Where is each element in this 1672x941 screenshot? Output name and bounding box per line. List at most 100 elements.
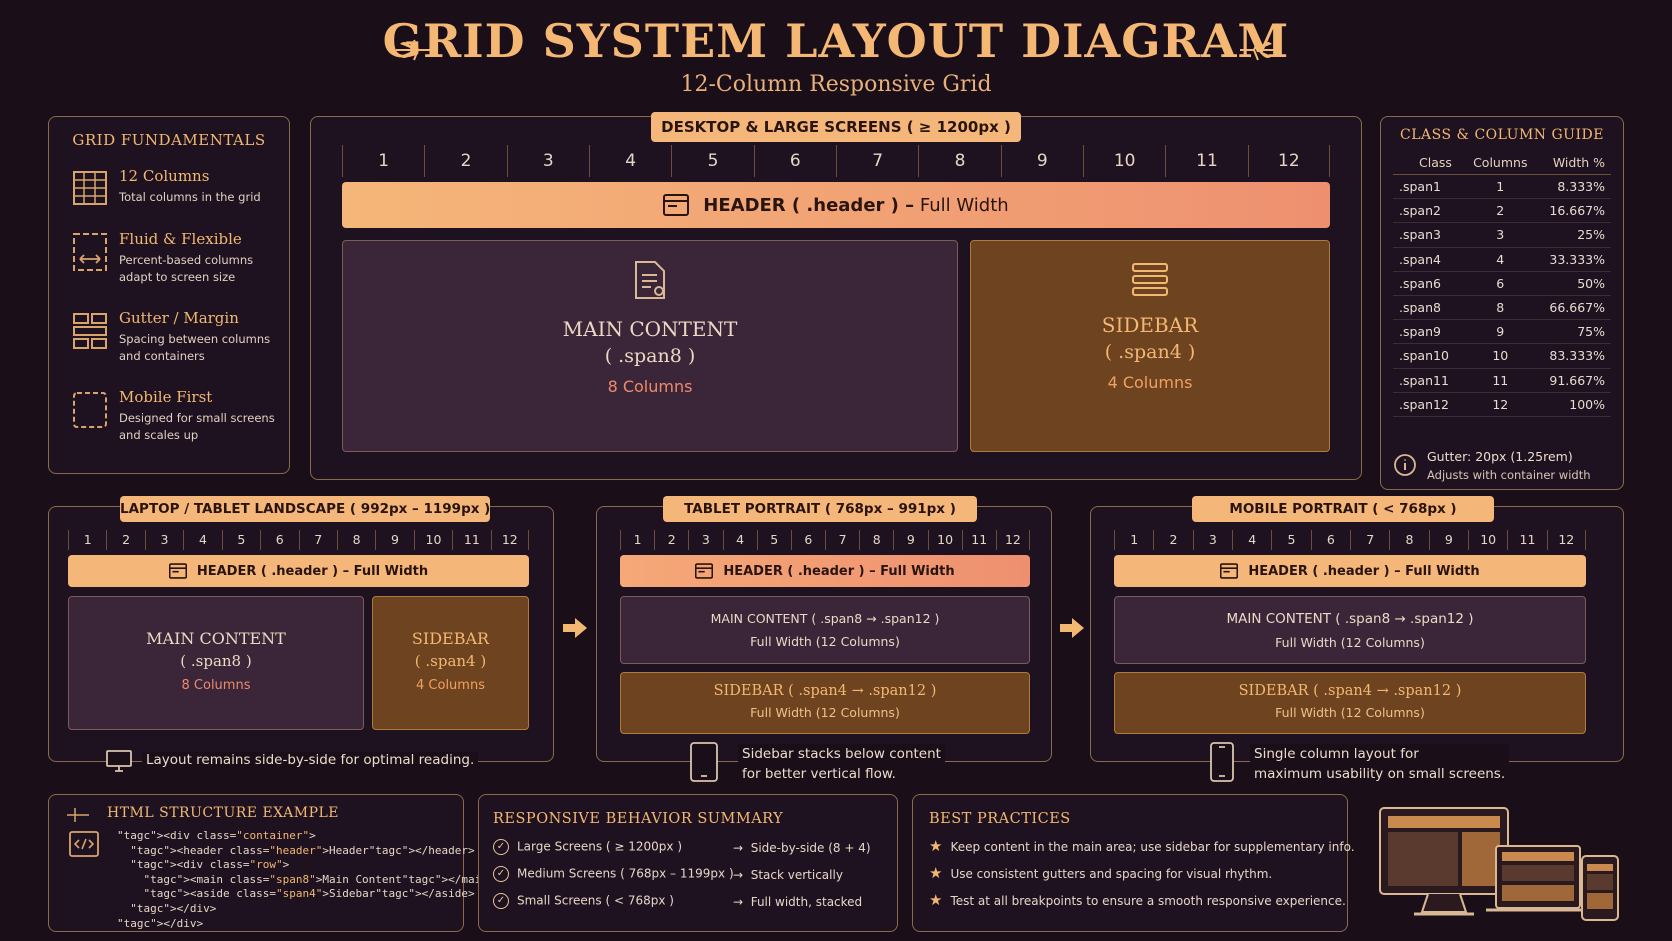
guide-class: .span12 xyxy=(1393,392,1467,417)
guide-width: 91.667% xyxy=(1534,368,1611,393)
guide-class: .span4 xyxy=(1393,247,1467,272)
best-practice-item: ★Keep content in the main area; use side… xyxy=(929,837,1355,855)
star-icon: ★ xyxy=(929,864,943,882)
code-line: "tagc"><aside class="span4">Sidebar"tagc… xyxy=(143,887,475,901)
browser-window-icon xyxy=(1220,563,1239,579)
guide-class: .span2 xyxy=(1393,198,1467,224)
mobile-sidebar: SIDEBAR ( .span4 → .span12 ) Full Width … xyxy=(1114,672,1586,734)
check-icon: ✓ xyxy=(493,866,509,882)
guide-columns: 3 xyxy=(1466,222,1535,248)
guide-columns: 12 xyxy=(1466,392,1535,417)
tablet-column-3: 3 xyxy=(688,530,722,550)
code-line: "tagc"><div class="row"> xyxy=(130,858,290,872)
tablet-main-content: MAIN CONTENT ( .span8 → .span12 ) Full W… xyxy=(620,596,1030,664)
tablet-column-9: 9 xyxy=(893,530,927,550)
arrow-icon: → xyxy=(733,841,747,855)
mobile-frame-icon xyxy=(73,392,107,428)
phone-icon xyxy=(1210,742,1234,782)
laptop-column-5: 5 xyxy=(221,530,260,550)
desktop-column-12: 12 xyxy=(1247,145,1330,177)
tablet-column-4: 4 xyxy=(722,530,757,550)
tablet-sidebar: SIDEBAR ( .span4 → .span12 ) Full Width … xyxy=(620,672,1030,734)
guide-width: 75% xyxy=(1534,319,1611,345)
page-subtitle: 12-Column Responsive Grid xyxy=(680,72,992,97)
list-icon xyxy=(1132,263,1168,296)
arrow-right-icon xyxy=(1060,618,1084,638)
browser-window-icon xyxy=(695,563,714,579)
html-example-title: HTML STRUCTURE EXAMPLE xyxy=(107,805,340,821)
mobile-column-8: 8 xyxy=(1389,530,1428,550)
tablet-tab: TABLET PORTRAIT ( 768px – 991px ) xyxy=(663,496,977,522)
fundamentals-panel: GRID FUNDAMENTALS 12 Columns Total colum… xyxy=(48,116,290,474)
fundamentals-title: GRID FUNDAMENTALS xyxy=(72,131,266,149)
mobile-header-bar: HEADER ( .header ) – Full Width xyxy=(1114,555,1586,587)
mobile-column-6: 6 xyxy=(1310,530,1350,550)
summary-row-large: ✓Large Screens ( ≥ 1200px ) xyxy=(493,839,682,855)
guide-columns: 10 xyxy=(1466,343,1535,369)
code-line: "tagc"></div> xyxy=(117,916,204,930)
code-line: "tagc"><main class="span8">Main Content"… xyxy=(143,872,495,886)
tablet-column-5: 5 xyxy=(756,530,791,550)
info-icon xyxy=(1394,454,1416,476)
class-guide-title: CLASS & COLUMN GUIDE xyxy=(1400,127,1604,143)
code-icon xyxy=(69,831,99,857)
summary-title: RESPONSIVE BEHAVIOR SUMMARY xyxy=(493,811,784,827)
resize-icon xyxy=(73,233,107,271)
desktop-column-9: 9 xyxy=(1000,145,1083,177)
mobile-column-10: 10 xyxy=(1468,530,1507,550)
mobile-column-4: 4 xyxy=(1232,530,1271,550)
tablet-column-12: 12 xyxy=(995,530,1030,550)
fundamental-columns: 12 Columns Total columns in the grid xyxy=(119,167,261,204)
summary-row-medium: ✓Medium Screens ( 768px – 1199px ) xyxy=(493,866,734,882)
flourish-right-icon xyxy=(1240,39,1276,61)
tablet-column-6: 6 xyxy=(790,530,825,550)
tablet-header-bar: HEADER ( .header ) – Full Width xyxy=(620,555,1030,587)
desktop-column-7: 7 xyxy=(836,145,918,177)
summary-result-medium: → Stack vertically xyxy=(733,868,843,882)
guide-class: .span8 xyxy=(1393,295,1467,321)
guide-columns: 4 xyxy=(1466,247,1535,272)
desktop-column-11: 11 xyxy=(1165,145,1247,177)
guide-class: .span10 xyxy=(1393,343,1467,369)
gutter-note: Adjusts with container width xyxy=(1427,468,1591,482)
arrow-icon: → xyxy=(733,868,747,882)
summary-panel: RESPONSIVE BEHAVIOR SUMMARY ✓Large Scree… xyxy=(478,794,898,932)
guide-columns: 9 xyxy=(1466,319,1535,345)
guide-class: .span11 xyxy=(1393,368,1467,393)
mobile-column-2: 2 xyxy=(1153,530,1192,550)
guide-width: 25% xyxy=(1534,222,1611,248)
laptop-column-11: 11 xyxy=(452,530,490,550)
guide-class: .span3 xyxy=(1393,222,1467,248)
page-title: GRID SYSTEM LAYOUT DIAGRAM xyxy=(382,14,1290,68)
grid-icon xyxy=(73,171,107,205)
laptop-column-4: 4 xyxy=(183,530,221,550)
desktop-column-8: 8 xyxy=(918,145,1000,177)
tablet-column-2: 2 xyxy=(654,530,688,550)
browser-window-icon xyxy=(168,563,187,579)
guide-width: 33.333% xyxy=(1534,247,1611,272)
mobile-column-3: 3 xyxy=(1192,530,1232,550)
best-practices-panel: BEST PRACTICES ★Keep content in the main… xyxy=(912,794,1355,932)
guide-width: 66.667% xyxy=(1534,295,1611,321)
guide-width: 16.667% xyxy=(1534,198,1611,224)
mobile-main-content: MAIN CONTENT ( .span8 → .span12 ) Full W… xyxy=(1114,596,1586,664)
html-example-panel: HTML STRUCTURE EXAMPLE "tagc"><div class… xyxy=(48,794,495,932)
star-icon: ★ xyxy=(929,837,943,855)
guide-class: .span1 xyxy=(1393,174,1467,200)
guide-columns: 1 xyxy=(1466,174,1535,200)
mobile-column-11: 11 xyxy=(1507,530,1546,550)
tablet-column-11: 11 xyxy=(961,530,996,550)
desktop-column-1: 1 xyxy=(342,145,424,177)
desktop-header-suffix: Full Width xyxy=(919,194,1009,216)
guide-class: .span6 xyxy=(1393,271,1467,296)
